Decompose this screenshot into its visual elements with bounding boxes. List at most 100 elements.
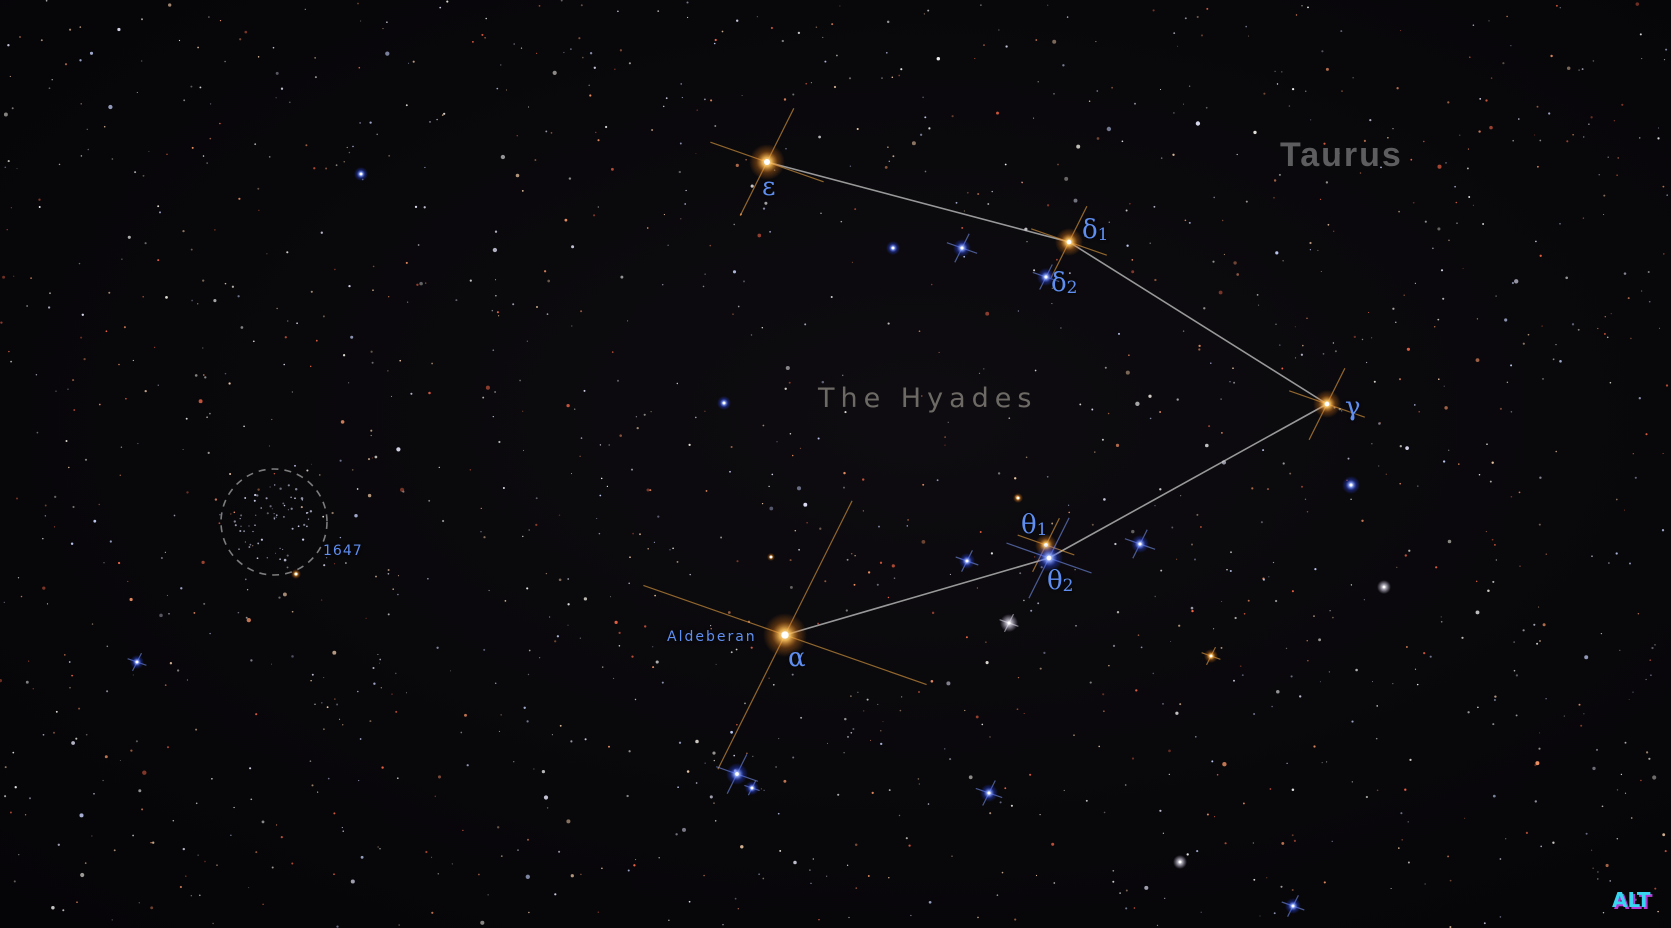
faint-star	[768, 485, 770, 488]
faint-star	[26, 305, 28, 307]
faint-star	[132, 359, 134, 362]
faint-star	[1055, 258, 1058, 261]
cluster-star	[276, 514, 278, 516]
faint-star	[197, 854, 199, 856]
faint-star	[1301, 5, 1303, 7]
cluster-star	[300, 497, 304, 500]
faint-star	[306, 469, 309, 472]
faint-star	[1407, 821, 1409, 823]
faint-star	[185, 417, 188, 420]
faint-star	[779, 849, 782, 852]
faint-star	[1051, 303, 1053, 305]
faint-star	[1510, 411, 1513, 413]
faint-star	[1205, 443, 1209, 448]
faint-star	[305, 144, 308, 147]
faint-star	[781, 39, 784, 43]
faint-star	[921, 395, 923, 397]
faint-star	[314, 703, 316, 705]
faint-star	[1279, 344, 1281, 346]
faint-star	[179, 885, 183, 889]
faint-star	[485, 17, 487, 20]
star-blue	[946, 233, 978, 263]
faint-star	[856, 127, 859, 131]
faint-star	[231, 285, 235, 288]
faint-star	[150, 841, 152, 844]
faint-star	[1409, 758, 1412, 762]
faint-star	[89, 51, 94, 55]
faint-star	[1539, 139, 1542, 142]
faint-star	[677, 786, 679, 789]
faint-star	[358, 780, 360, 782]
faint-star	[583, 597, 588, 601]
faint-star	[1499, 858, 1502, 860]
faint-star	[1234, 616, 1237, 620]
faint-star	[291, 862, 294, 865]
star-white	[999, 613, 1019, 633]
faint-star	[466, 764, 469, 767]
faint-star	[783, 779, 787, 783]
faint-star	[1091, 523, 1094, 526]
faint-star	[1559, 223, 1561, 225]
faint-star	[1448, 239, 1450, 242]
faint-star	[1400, 812, 1403, 815]
faint-star	[1253, 130, 1257, 135]
faint-star	[79, 59, 82, 62]
faint-star	[713, 759, 716, 762]
cluster-star	[282, 502, 285, 505]
faint-star	[675, 833, 678, 836]
faint-star	[715, 663, 717, 665]
faint-star	[261, 820, 265, 824]
faint-star	[160, 557, 163, 559]
faint-star	[534, 159, 537, 161]
faint-star	[371, 457, 373, 459]
faint-star	[237, 611, 240, 614]
faint-star	[443, 112, 446, 115]
faint-star	[558, 578, 562, 582]
faint-star	[639, 533, 641, 536]
faint-star	[810, 82, 812, 84]
faint-star	[1563, 715, 1565, 717]
faint-star	[757, 233, 762, 238]
faint-star	[1273, 912, 1276, 915]
faint-star	[658, 856, 660, 859]
faint-star	[1062, 64, 1065, 67]
star-blue	[716, 754, 758, 794]
faint-star	[672, 547, 674, 550]
faint-star	[165, 296, 168, 299]
faint-star	[381, 766, 384, 769]
faint-star	[1256, 294, 1259, 296]
label-theta2: θ2	[1047, 566, 1073, 596]
faint-star	[388, 154, 391, 157]
faint-star	[1043, 651, 1046, 655]
faint-star	[103, 562, 105, 564]
faint-star	[543, 270, 547, 273]
faint-star	[1196, 513, 1199, 516]
faint-star	[981, 723, 984, 726]
faint-star	[3, 112, 8, 117]
faint-star	[810, 882, 812, 884]
faint-star	[804, 323, 807, 326]
label-aldebaran: Aldeberan	[667, 629, 757, 645]
faint-star	[1461, 636, 1464, 639]
faint-star	[428, 391, 431, 395]
faint-star	[1408, 549, 1411, 552]
faint-star	[1605, 863, 1609, 868]
faint-star	[202, 347, 204, 349]
faint-star	[989, 812, 992, 815]
faint-star	[1490, 77, 1493, 79]
faint-star	[936, 56, 941, 61]
faint-star	[142, 296, 144, 298]
faint-star	[665, 97, 668, 100]
faint-star	[918, 783, 920, 785]
faint-star	[1341, 410, 1343, 412]
faint-star	[750, 633, 753, 636]
faint-star	[887, 322, 890, 325]
faint-star	[1662, 185, 1665, 188]
faint-star	[783, 98, 787, 101]
faint-star	[1046, 475, 1049, 478]
cluster-star	[257, 542, 260, 545]
faint-star	[922, 483, 925, 486]
faint-star	[885, 51, 888, 54]
faint-star	[258, 209, 260, 211]
faint-star	[601, 867, 603, 870]
